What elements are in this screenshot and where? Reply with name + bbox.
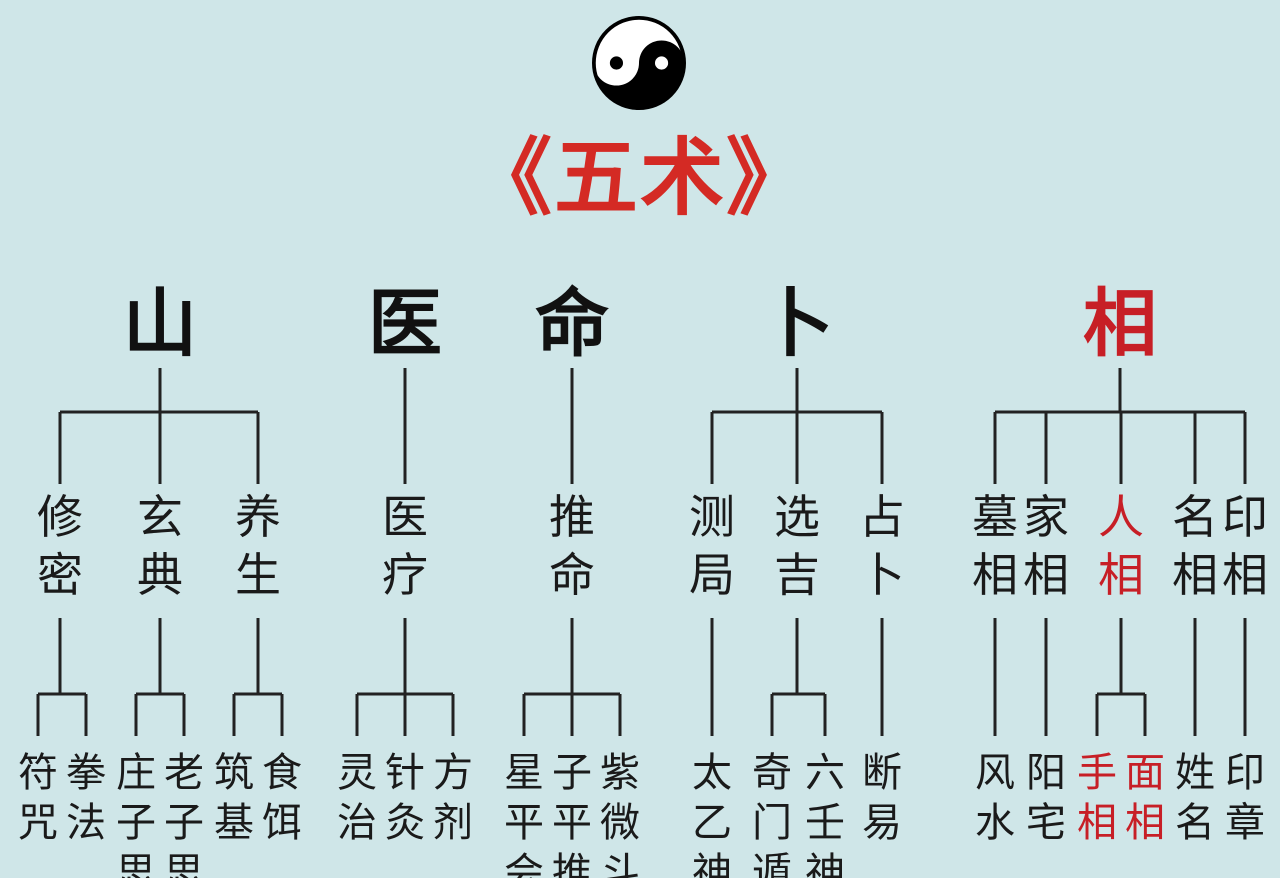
- node-4-3: 占 卜: [859, 490, 905, 602]
- node-2-1: 医 疗: [382, 490, 428, 602]
- node-5-2: 家 相: [1023, 490, 1069, 602]
- leaf-5-4-1: 姓 名: [1175, 750, 1215, 846]
- branch-5-label: 相: [1083, 281, 1157, 367]
- leaf-4-1-1: 太 乙 神: [692, 750, 732, 878]
- leaf-3-1-1: 星 平 会: [504, 750, 544, 878]
- node-3-1: 推 命: [549, 490, 595, 602]
- leaf-5-3-1: 手 相: [1077, 750, 1117, 846]
- branch-1-label: 山: [123, 281, 197, 367]
- leaf-2-1-2: 针 灸: [385, 750, 425, 846]
- leaf-5-5-1: 印 章: [1225, 750, 1265, 846]
- leaf-1-2-1: 庄 子 思: [116, 750, 156, 878]
- node-5-4: 名 相: [1172, 490, 1218, 602]
- branch-3-label: 命: [535, 281, 609, 367]
- leaf-1-1-2: 拳 法: [66, 750, 106, 846]
- leaf-1-3-2: 食 饵: [262, 750, 302, 846]
- leaf-5-3-2: 面 相: [1125, 750, 1165, 846]
- node-1-2: 玄 典: [137, 490, 183, 602]
- node-5-5: 印 相: [1222, 490, 1268, 602]
- node-4-2: 选 吉: [774, 490, 820, 602]
- taiji-yin-yang-icon: [592, 16, 686, 110]
- node-5-1: 墓 相: [972, 490, 1018, 602]
- node-4-1: 测 局: [689, 490, 735, 602]
- leaf-1-1-1: 符 咒: [18, 750, 58, 846]
- leaf-2-1-3: 方 剂: [433, 750, 473, 846]
- leaf-1-2-2: 老 子 思: [164, 750, 204, 878]
- node-1-1: 修 密: [37, 490, 83, 602]
- diagram-title: 《五术》: [467, 128, 812, 227]
- leaf-5-2-1: 阳 宅: [1026, 750, 1066, 846]
- leaf-3-1-3: 紫 微 斗: [600, 750, 640, 878]
- leaf-4-2-1: 奇 门 遁: [752, 750, 792, 878]
- branch-4-label: 卜: [760, 281, 834, 367]
- node-5-3: 人 相: [1098, 490, 1144, 602]
- leaf-5-1-1: 风 水: [975, 750, 1015, 846]
- leaf-4-3-1: 断 易: [862, 750, 902, 846]
- branch-2-label: 医: [368, 281, 442, 367]
- leaf-1-3-1: 筑 基: [214, 750, 254, 846]
- leaf-3-1-2: 子 平 推: [552, 750, 592, 878]
- leaf-2-1-1: 灵 治: [337, 750, 377, 846]
- node-1-3: 养 生: [235, 490, 281, 602]
- leaf-4-2-2: 六 壬 神: [805, 750, 845, 878]
